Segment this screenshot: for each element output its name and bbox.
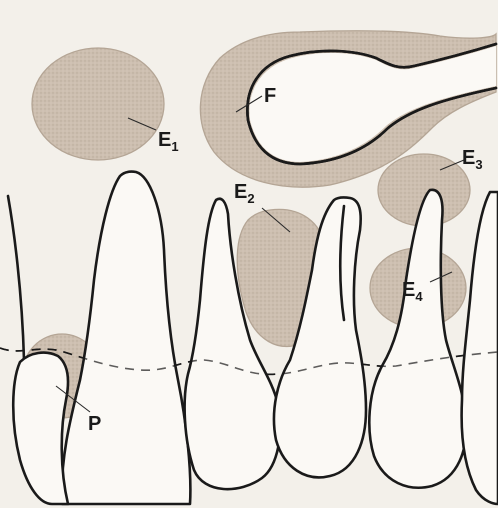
lesion-e1 (32, 48, 164, 160)
label-p: P (88, 413, 101, 435)
label-f: F (264, 85, 276, 107)
